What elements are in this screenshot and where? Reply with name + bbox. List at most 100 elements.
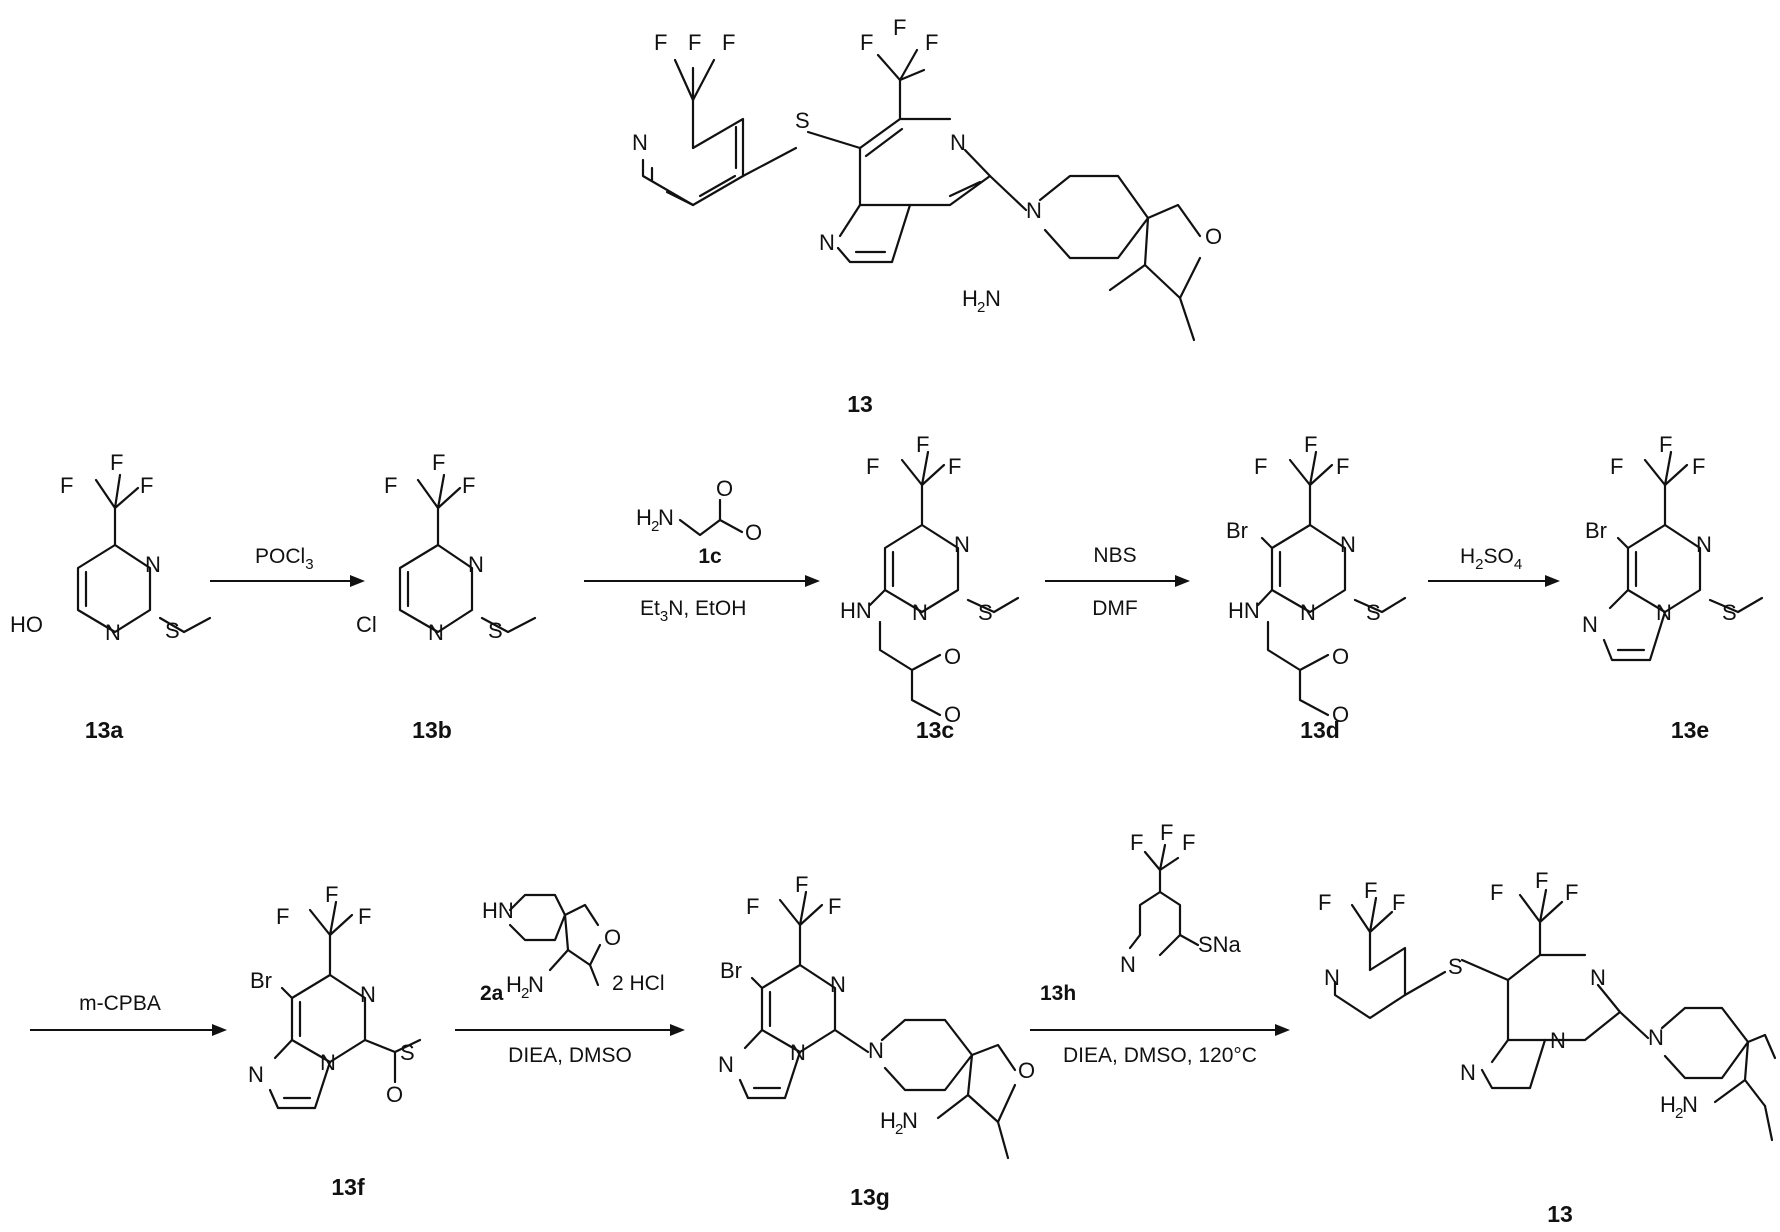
svg-text:F: F [860, 30, 873, 55]
svg-text:F: F [948, 454, 961, 479]
svg-text:N: N [1300, 600, 1316, 625]
svg-text:O: O [745, 520, 762, 545]
svg-text:N: N [632, 130, 648, 155]
svg-text:F: F [1535, 868, 1548, 893]
svg-text:F: F [925, 30, 938, 55]
svg-text:N: N [790, 1040, 806, 1065]
svg-text:N: N [868, 1038, 884, 1063]
svg-text:F: F [1565, 880, 1578, 905]
svg-text:DIEA, DMSO: DIEA, DMSO [508, 1044, 632, 1067]
svg-text:N: N [1582, 612, 1598, 637]
svg-text:F: F [722, 30, 735, 55]
svg-text:F: F [893, 15, 906, 40]
svg-text:HN: HN [482, 898, 514, 923]
svg-text:N: N [1656, 600, 1672, 625]
svg-text:F: F [358, 904, 371, 929]
svg-text:N: N [1682, 1092, 1698, 1117]
svg-text:F: F [1254, 454, 1267, 479]
compound-label-13e: 13e [1671, 717, 1709, 743]
svg-text:O: O [386, 1082, 403, 1107]
svg-text:F: F [325, 882, 338, 907]
svg-text:N: N [105, 620, 121, 645]
svg-text:N: N [320, 1050, 336, 1075]
svg-text:H2SO4: H2SO4 [1460, 545, 1522, 573]
svg-text:N: N [912, 600, 928, 625]
compound-label-13f: 13f [331, 1174, 365, 1200]
svg-text:Et3N, EtOH: Et3N, EtOH [640, 597, 746, 625]
svg-text:DMF: DMF [1092, 597, 1138, 620]
svg-text:F: F [916, 432, 929, 457]
compound-label-13c: 13c [916, 717, 955, 743]
svg-text:O: O [604, 925, 621, 950]
svg-text:N: N [528, 972, 544, 997]
svg-text:N: N [1120, 952, 1136, 977]
svg-text:N: N [248, 1062, 264, 1087]
svg-text:N: N [1324, 965, 1340, 990]
compound-13-top-structure [643, 50, 1200, 340]
svg-text:Br: Br [1585, 518, 1607, 543]
svg-text:F: F [1659, 432, 1672, 457]
svg-text:2a: 2a [480, 982, 504, 1005]
compound-13e-structure [1604, 452, 1762, 660]
compound-label-13a: 13a [85, 717, 124, 743]
svg-text:F: F [1318, 890, 1331, 915]
svg-text:N: N [985, 286, 1001, 311]
svg-text:S: S [400, 1040, 415, 1065]
reagent-2a-structure [510, 895, 600, 985]
svg-text:S: S [488, 618, 503, 643]
svg-text:N: N [1340, 532, 1356, 557]
svg-text:N: N [145, 552, 161, 577]
svg-text:F: F [795, 872, 808, 897]
svg-text:F: F [866, 454, 879, 479]
svg-text:N: N [658, 505, 674, 530]
svg-text:N: N [1460, 1060, 1476, 1085]
svg-text:SNa: SNa [1198, 932, 1242, 957]
svg-text:F: F [110, 450, 123, 475]
svg-text:H: H [506, 972, 522, 997]
svg-text:F: F [1304, 432, 1317, 457]
svg-text:POCl3: POCl3 [255, 545, 314, 573]
svg-text:Cl: Cl [356, 612, 377, 637]
svg-text:O: O [944, 644, 961, 669]
svg-text:O: O [1018, 1058, 1035, 1083]
svg-text:F: F [60, 473, 73, 498]
svg-text:F: F [432, 450, 445, 475]
svg-text:N: N [468, 552, 484, 577]
svg-text:HO: HO [10, 612, 43, 637]
svg-text:F: F [276, 904, 289, 929]
svg-text:S: S [978, 600, 993, 625]
svg-text:F: F [384, 473, 397, 498]
svg-text:F: F [688, 30, 701, 55]
compound-13a-structure [78, 475, 210, 632]
svg-text:N: N [428, 620, 444, 645]
compound-13c-structure [870, 452, 1018, 715]
svg-text:13h: 13h [1040, 982, 1076, 1005]
svg-text:F: F [746, 894, 759, 919]
svg-text:F: F [1182, 830, 1195, 855]
svg-text:N: N [902, 1108, 918, 1133]
svg-text:N: N [1696, 532, 1712, 557]
svg-text:N: N [718, 1052, 734, 1077]
compound-label-13-bottom: 13 [1547, 1201, 1573, 1227]
svg-text:F: F [462, 473, 475, 498]
svg-text:F: F [654, 30, 667, 55]
svg-text:N: N [1648, 1025, 1664, 1050]
svg-text:Br: Br [720, 958, 742, 983]
svg-text:NBS: NBS [1093, 544, 1136, 567]
svg-text:S: S [795, 108, 810, 133]
svg-text:H: H [880, 1108, 896, 1133]
svg-text:F: F [1610, 454, 1623, 479]
reagent-13h-structure [1130, 845, 1198, 955]
svg-text:F: F [828, 894, 841, 919]
svg-text:F: F [1130, 830, 1143, 855]
svg-text:N: N [830, 972, 846, 997]
svg-text:F: F [140, 473, 153, 498]
svg-text:S: S [165, 618, 180, 643]
compound-13d-structure [1258, 452, 1405, 715]
svg-text:F: F [1336, 454, 1349, 479]
compound-13g-structure [740, 892, 1015, 1158]
svg-text:O: O [716, 476, 733, 501]
compound-label-13b: 13b [412, 717, 452, 743]
svg-text:N: N [954, 532, 970, 557]
